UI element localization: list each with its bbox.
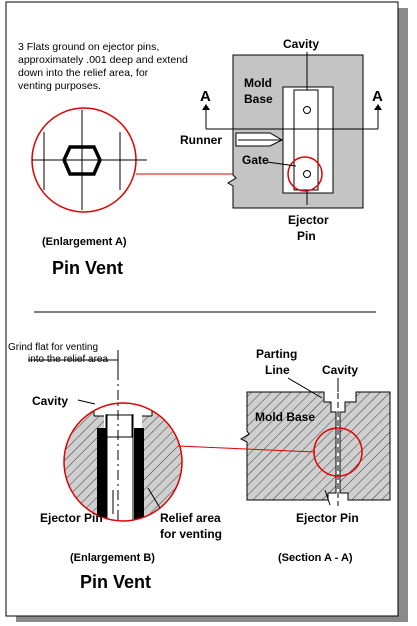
section-a-right: A xyxy=(372,88,383,105)
note-line-1: 3 Flats ground on ejector pins, xyxy=(18,41,159,53)
cavity-label-section: Cavity xyxy=(322,363,358,377)
mold-label: Mold xyxy=(244,76,272,90)
relief-label-1: Relief area xyxy=(160,511,221,525)
ejector-pin-label-section: Ejector Pin xyxy=(296,511,359,525)
note-line-2: approximately .001 deep and extend xyxy=(18,54,188,66)
grind-note-2: into the relief area xyxy=(28,354,108,365)
enlargement-b xyxy=(63,350,183,524)
runner-label: Runner xyxy=(180,133,222,147)
upper-pin-hole xyxy=(303,106,311,114)
ejector-label: Ejector xyxy=(288,213,329,227)
enlargement-b-circle xyxy=(63,402,183,522)
enlargement-b-caption: (Enlargement B) xyxy=(70,552,155,564)
section-a-left: A xyxy=(200,88,211,105)
base-label: Base xyxy=(244,92,273,106)
lower-pin-hole xyxy=(303,170,311,178)
pin-cross-section xyxy=(62,145,102,176)
section-caption: (Section A - A) xyxy=(278,552,353,564)
mold-base-label: Mold Base xyxy=(255,410,315,424)
relief-label-2: for venting xyxy=(160,527,222,541)
gate-label: Gate xyxy=(242,153,269,167)
leader-b xyxy=(177,445,316,453)
section-a-a xyxy=(239,384,391,506)
line-label: Line xyxy=(265,363,290,377)
ejector-pin-label-b: Ejector Pin xyxy=(40,511,103,525)
pin-label: Pin xyxy=(297,229,316,243)
title-bottom: Pin Vent xyxy=(80,572,151,592)
grind-note-1: Grind flat for venting xyxy=(8,342,98,353)
enlargement-a-caption: (Enlargement A) xyxy=(42,236,127,248)
note-line-4: venting purposes. xyxy=(18,80,101,92)
enlargement-a xyxy=(31,107,147,213)
mold-plan-view xyxy=(202,52,382,209)
title-top: Pin Vent xyxy=(52,258,123,278)
cavity-label-b: Cavity xyxy=(32,394,68,408)
note-line-3: down into the relief area, for xyxy=(18,67,149,79)
parting-label: Parting xyxy=(256,347,297,361)
cavity-label: Cavity xyxy=(283,37,319,51)
ejector-pin-circle xyxy=(287,156,323,192)
